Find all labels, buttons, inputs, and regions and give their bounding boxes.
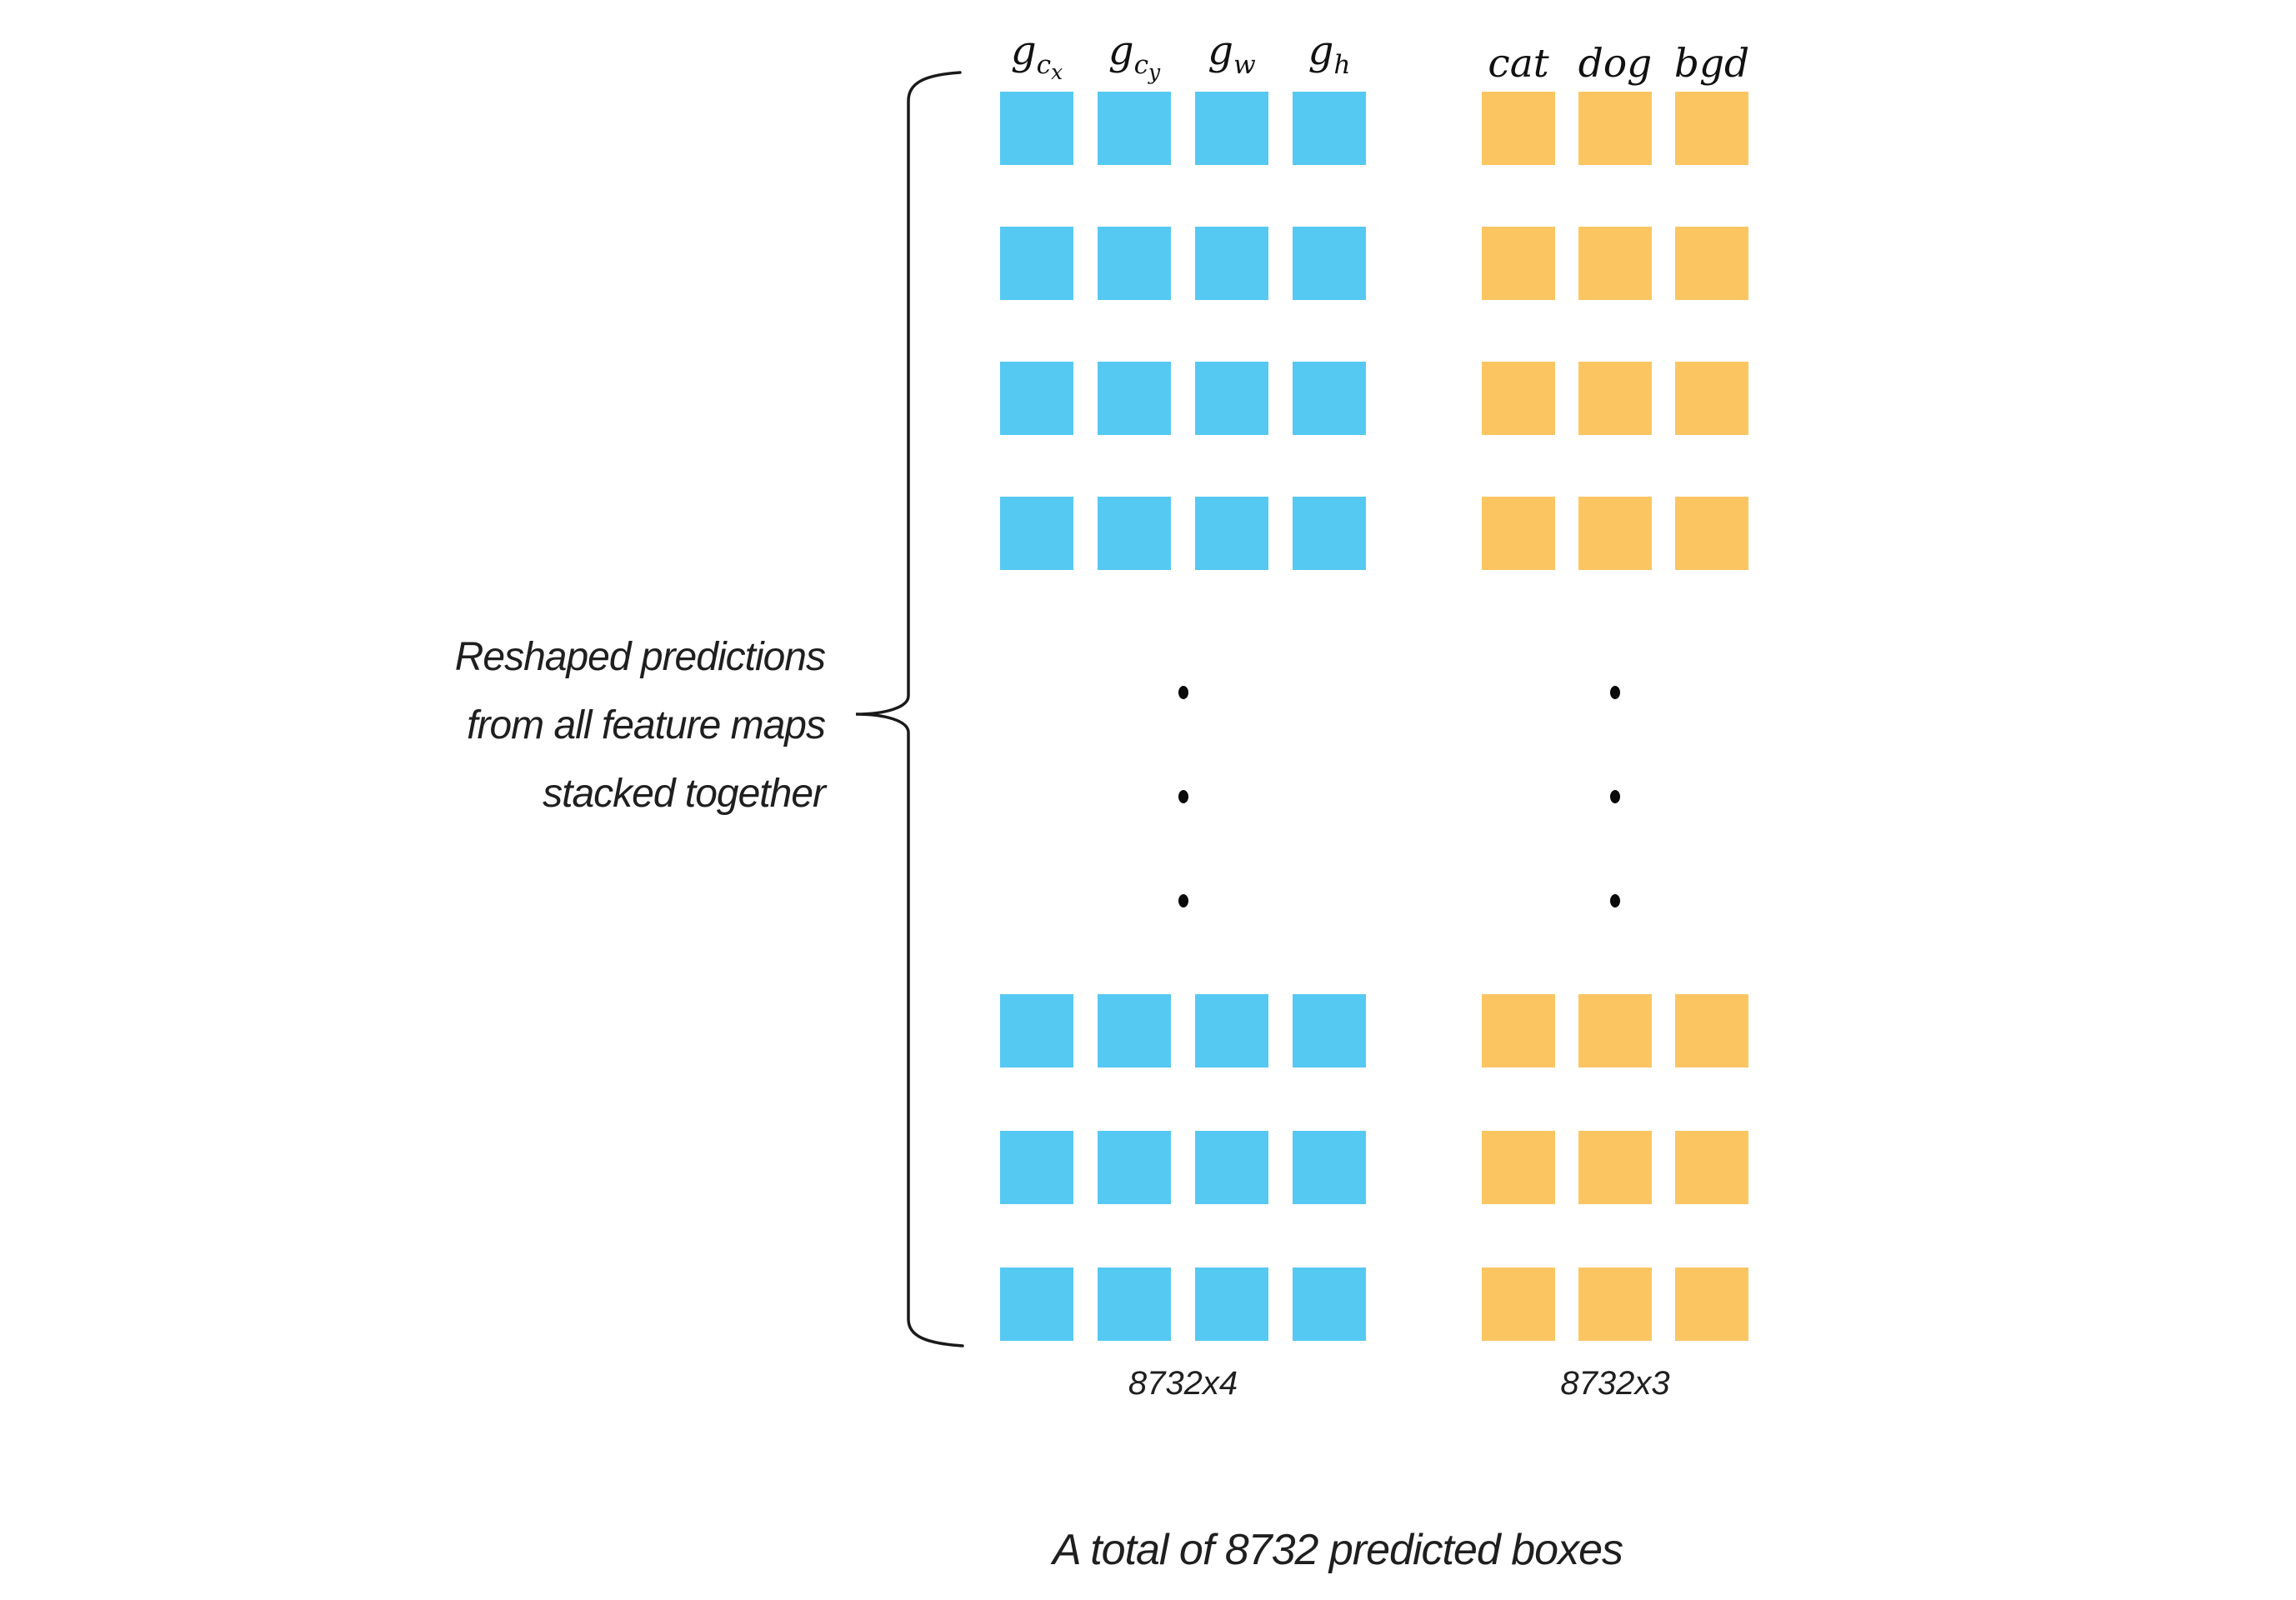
matrix-cell xyxy=(1578,92,1652,165)
matrix-cell xyxy=(1098,1268,1171,1341)
bbox-dim-label: 8732x4 xyxy=(1128,1365,1238,1402)
class-matrix-bottom xyxy=(1482,994,1748,1341)
matrix-cell xyxy=(1482,1268,1555,1341)
matrix-cell xyxy=(1675,994,1748,1068)
annotation-line-3: stacked together xyxy=(543,772,826,816)
matrix-cell xyxy=(1293,227,1366,300)
class-headers: cat dog bgd xyxy=(1482,15,1750,87)
class-dim-label: 8732x3 xyxy=(1560,1365,1670,1402)
matrix-cell xyxy=(1098,92,1171,165)
matrix-cell xyxy=(1293,362,1366,435)
stacked-predictions-label: Reshaped predictions from all feature ma… xyxy=(283,623,826,828)
matrix-cell xyxy=(1578,1131,1652,1204)
matrix-cell xyxy=(1195,1131,1268,1204)
matrix-cell xyxy=(1675,92,1748,165)
header-g-cx: gcx xyxy=(1010,28,1063,85)
matrix-cell xyxy=(1098,227,1171,300)
header-dog: dog xyxy=(1578,41,1653,87)
matrix-cell xyxy=(1195,994,1268,1068)
matrix-cell xyxy=(1482,994,1555,1068)
matrix-cell xyxy=(1675,362,1748,435)
ellipsis-dots-class xyxy=(1482,686,1748,908)
ellipsis-dot xyxy=(1610,790,1620,803)
matrix-cell xyxy=(1195,1268,1268,1341)
matrix-cell xyxy=(1195,92,1268,165)
header-cat: cat xyxy=(1488,41,1549,87)
matrix-cell xyxy=(1675,1131,1748,1204)
annotation-line-2: from all feature maps xyxy=(467,703,826,748)
matrix-cell xyxy=(1293,497,1366,570)
matrix-cell xyxy=(1000,497,1073,570)
matrix-cell xyxy=(1000,1131,1073,1204)
class-matrix-top xyxy=(1482,92,1748,570)
matrix-cell xyxy=(1195,497,1268,570)
matrix-cell xyxy=(1293,994,1366,1068)
matrix-cell xyxy=(1578,362,1652,435)
ellipsis-dot xyxy=(1610,686,1620,699)
bbox-matrix-top xyxy=(1000,92,1366,570)
matrix-cell xyxy=(1482,227,1555,300)
matrix-cell xyxy=(1098,994,1171,1068)
matrix-cell xyxy=(1195,227,1268,300)
matrix-cell xyxy=(1482,497,1555,570)
bbox-headers: gcx gcy gw gh xyxy=(1000,15,1366,83)
matrix-cell xyxy=(1000,362,1073,435)
matrix-cell xyxy=(1293,92,1366,165)
matrix-cell xyxy=(1098,1131,1171,1204)
header-g-w: gw xyxy=(1208,28,1256,80)
matrix-cell xyxy=(1000,92,1073,165)
matrix-cell xyxy=(1293,1268,1366,1341)
matrix-cell xyxy=(1578,497,1652,570)
ellipsis-dot xyxy=(1178,686,1188,699)
header-g-h: gh xyxy=(1308,28,1351,80)
matrix-cell xyxy=(1195,362,1268,435)
ellipsis-dots-bbox xyxy=(1000,686,1366,908)
header-g-cy: gcy xyxy=(1108,28,1161,85)
total-boxes-caption: A total of 8732 predicted boxes xyxy=(1053,1526,1623,1574)
matrix-cell xyxy=(1578,1268,1652,1341)
matrix-cell xyxy=(1482,92,1555,165)
matrix-cell xyxy=(1578,994,1652,1068)
matrix-cell xyxy=(1098,362,1171,435)
ellipsis-dot xyxy=(1178,790,1188,803)
annotation-line-1: Reshaped predictions xyxy=(454,635,826,679)
matrix-cell xyxy=(1293,1131,1366,1204)
header-bgd: bgd xyxy=(1673,41,1750,87)
bbox-matrix-bottom xyxy=(1000,994,1366,1341)
ellipsis-dot xyxy=(1610,894,1620,908)
matrix-cell xyxy=(1000,227,1073,300)
matrix-cell xyxy=(1000,1268,1073,1341)
matrix-cell xyxy=(1482,362,1555,435)
matrix-cell xyxy=(1098,497,1171,570)
matrix-cell xyxy=(1578,227,1652,300)
ellipsis-dot xyxy=(1178,894,1188,908)
matrix-cell xyxy=(1675,1268,1748,1341)
curly-brace xyxy=(855,71,964,1348)
matrix-cell xyxy=(1000,994,1073,1068)
matrix-cell xyxy=(1482,1131,1555,1204)
matrix-cell xyxy=(1675,227,1748,300)
matrix-cell xyxy=(1675,497,1748,570)
curly-brace-path xyxy=(855,71,964,1348)
